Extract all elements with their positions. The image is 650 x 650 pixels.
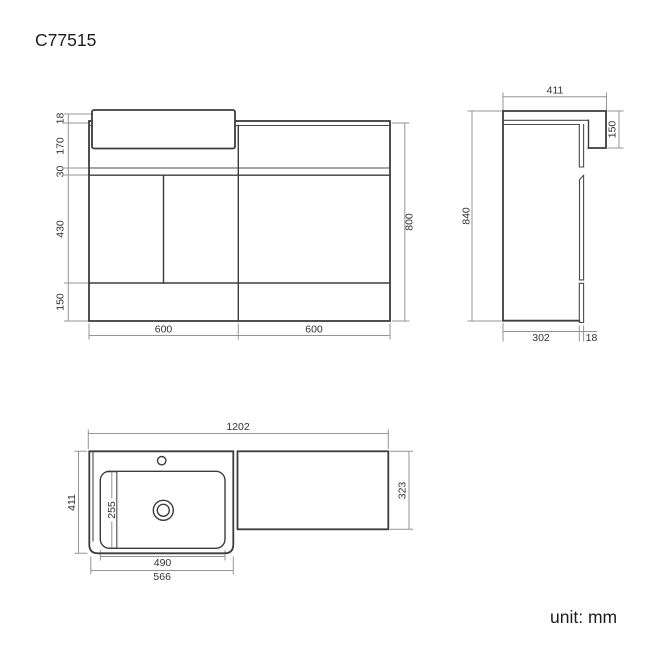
plan-bowl-width-dim <box>99 550 226 561</box>
drain-inner-icon <box>156 503 171 517</box>
dim-label-bowl-width-490: 490 <box>154 557 172 569</box>
dim-label-overall-1202: 1202 <box>226 421 250 433</box>
dim-label-plinth: 150 <box>55 293 67 311</box>
plan-basin-bowl <box>99 470 226 549</box>
side-basin-overhang <box>587 110 607 149</box>
side-front-panel <box>578 123 585 324</box>
front-bottom-dim <box>88 323 391 340</box>
front-left-dim-chain <box>64 113 92 322</box>
unit-note: unit: mm <box>550 607 617 627</box>
dim-label-plan-depth-411: 411 <box>66 494 78 511</box>
side-depth-dim <box>502 92 607 110</box>
dim-label-depth-411: 411 <box>547 85 564 97</box>
dim-label-height-800: 800 <box>404 213 416 231</box>
dim-label-plan-depth-323: 323 <box>397 482 409 500</box>
plan-right-depth-dim <box>390 450 413 530</box>
side-basin-drop-dim <box>607 110 624 149</box>
dim-label-right-600: 600 <box>305 324 323 336</box>
side-height-dim <box>467 110 502 322</box>
front-height-dim <box>392 122 410 322</box>
dim-label-apron: 170 <box>55 137 67 155</box>
dim-label-door-thickness-18: 18 <box>586 332 598 344</box>
plan-wc-worktop <box>236 450 390 531</box>
front-basin <box>91 109 236 150</box>
plan-view: 1202 411 323 255 490 566 <box>66 421 413 583</box>
plan-overall-width-dim <box>87 429 389 449</box>
front-cabinet-outline <box>88 120 391 322</box>
side-view: 411 150 840 302 18 <box>461 85 624 344</box>
dim-label-height-840: 840 <box>461 207 473 225</box>
side-countertop-lines <box>502 119 590 126</box>
dim-label-left-600: 600 <box>155 324 173 336</box>
dim-label-basin-drop-150: 150 <box>607 121 619 139</box>
front-view: 18 170 30 430 150 800 600 600 <box>55 109 416 340</box>
faucet-hole-icon <box>156 455 167 466</box>
product-code: C77515 <box>35 30 96 50</box>
plan-left-depth-dim <box>74 450 88 554</box>
plan-basin-top-width-dim <box>90 556 234 575</box>
side-bottom-dim <box>502 323 597 342</box>
dim-label-cabinet-depth-302: 302 <box>532 332 550 344</box>
dim-label-bowl-depth-255: 255 <box>106 501 118 519</box>
dim-label-rim: 18 <box>55 113 67 125</box>
dim-label-door: 430 <box>55 220 67 238</box>
dim-label-basin-top-566: 566 <box>153 571 171 583</box>
plan-basin-countertop <box>88 450 235 555</box>
drain-outer-icon <box>152 499 175 521</box>
dim-label-gap: 30 <box>55 166 67 178</box>
